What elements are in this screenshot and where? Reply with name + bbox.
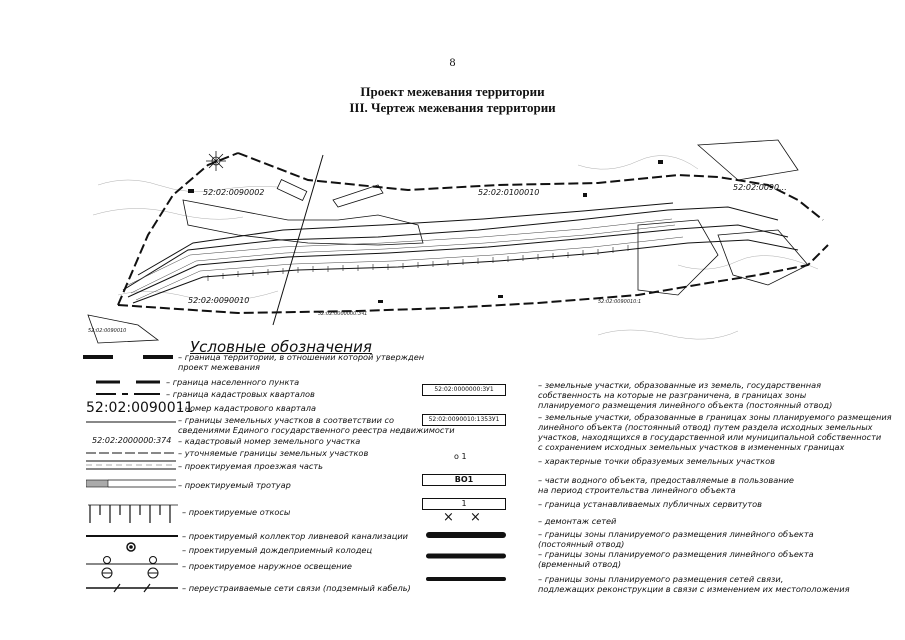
map-label-quarter-2: 52:02:0090010 bbox=[188, 296, 249, 305]
legend-text-sidewalk: – проектируемый тротуар bbox=[178, 480, 291, 490]
legend-symbol-temporary-zone bbox=[426, 553, 506, 559]
map-label-parcel-3: 52:02:0090010:1 bbox=[598, 299, 641, 305]
legend-text-permanent-zone: – границы зоны планируемого размещения л… bbox=[538, 529, 814, 549]
legend-symbol-sidewalk bbox=[86, 479, 176, 488]
legend-text-refined-boundary: – уточняемые границы земельных участков bbox=[178, 448, 369, 458]
legend-text-quarter-number: – номер кадастрового квартала bbox=[178, 403, 316, 413]
legend-text-temporary-zone: – границы зоны планируемого размещения л… bbox=[538, 549, 814, 569]
legend-symbol-servitude: 1 bbox=[422, 498, 506, 510]
legend-symbol-water-object: ВО1 bbox=[422, 474, 506, 486]
legend-text-slopes: – проектируемые откосы bbox=[182, 507, 291, 517]
title-line-1: Проект межевания территории bbox=[360, 84, 545, 99]
legend-symbol-quarter-boundary bbox=[96, 393, 160, 395]
legend-symbol-permanent-zone bbox=[426, 532, 506, 538]
legend-symbol-parcel-boundary bbox=[86, 421, 176, 423]
legend-symbol-storm-collector bbox=[86, 535, 178, 537]
legend-symbol-network-dismantling: × × bbox=[443, 510, 487, 525]
map-label-quarter-1: 52:02:0090002 bbox=[203, 188, 264, 197]
legend-symbol-slopes bbox=[88, 504, 178, 523]
map-label-quarter-3: 52:02:0100010 bbox=[478, 188, 539, 197]
legend-symbol-settlement-boundary bbox=[96, 380, 160, 384]
legend-symbol-state-parcel: 52:02:0000000:3У1 bbox=[422, 384, 506, 396]
legend-text-state-parcel: – земельные участки, образованные из зем… bbox=[538, 380, 833, 410]
legend-text-comm-zone: – границы зоны планируемого размещения с… bbox=[538, 574, 850, 594]
map-label-quarter-4: 52:02:0090... bbox=[733, 183, 787, 192]
title-line-2: III. Чертеж межевания территории bbox=[349, 100, 556, 115]
legend-text-settlement-boundary: – граница населенного пункта bbox=[166, 377, 300, 387]
map-label-parcel-2: 52:02:0090010 bbox=[88, 328, 126, 334]
legend-text-territory-boundary: – граница территории, в отношении которо… bbox=[178, 352, 425, 372]
legend-text-servitude: – граница устанавливаемых публичных серв… bbox=[538, 499, 762, 509]
legend-symbol-divided-parcel: 52:02:0090010:1353У1 bbox=[422, 414, 506, 426]
page-number: 8 bbox=[449, 55, 456, 69]
legend-text-rain-well: – проектируемый дождеприемный колодец bbox=[182, 545, 373, 555]
legend-symbol-quarter-number: 52:02:0090011 bbox=[86, 400, 194, 416]
legend-symbol-comm-zone bbox=[426, 577, 506, 581]
legend-title: Условные обозначения bbox=[190, 338, 372, 356]
legend-symbol-carriageway bbox=[86, 460, 176, 470]
cadastral-map: 52:02:0090002 52:02:0090010 52:02:010001… bbox=[78, 125, 838, 350]
legend-text-carriageway: – проектируемая проезжая часть bbox=[178, 461, 323, 471]
legend-symbol-territory-boundary bbox=[83, 355, 173, 359]
legend-text-network-dismantling: – демонтаж сетей bbox=[538, 516, 617, 526]
legend-text-parcel-boundary: – границы земельных участков в соответст… bbox=[178, 415, 455, 435]
legend-symbol-rain-well bbox=[126, 542, 136, 552]
map-label-parcel-1: 52:02:0000000:3ч1 bbox=[318, 311, 367, 317]
legend-text-parcel-number: – кадастровый номер земельного участка bbox=[178, 436, 361, 446]
legend-text-storm-collector: – проектируемый коллектор ливневой канал… bbox=[182, 531, 408, 541]
legend-symbol-parcel-number: 52:02:2000000:374 bbox=[92, 436, 172, 445]
legend-text-divided-parcel: – земельные участки, образованные в гран… bbox=[538, 412, 892, 452]
legend-symbol-comm-cable bbox=[86, 583, 178, 593]
legend-text-boundary-point: – характерные точки образуемых земельных… bbox=[538, 456, 775, 466]
legend-text-comm-cable: – переустраиваемые сети связи (подземный… bbox=[182, 583, 411, 593]
legend-text-water-object: – части водного объекта, предоставляемые… bbox=[538, 475, 794, 495]
legend-symbol-refined-boundary bbox=[86, 452, 176, 454]
legend-symbol-outdoor-lighting bbox=[86, 556, 178, 579]
legend-text-outdoor-lighting: – проектируемое наружное освещение bbox=[182, 561, 352, 571]
legend-text-quarter-boundary: – граница кадастровых кварталов bbox=[166, 389, 315, 399]
legend-symbol-boundary-point: о 1 bbox=[454, 452, 467, 461]
